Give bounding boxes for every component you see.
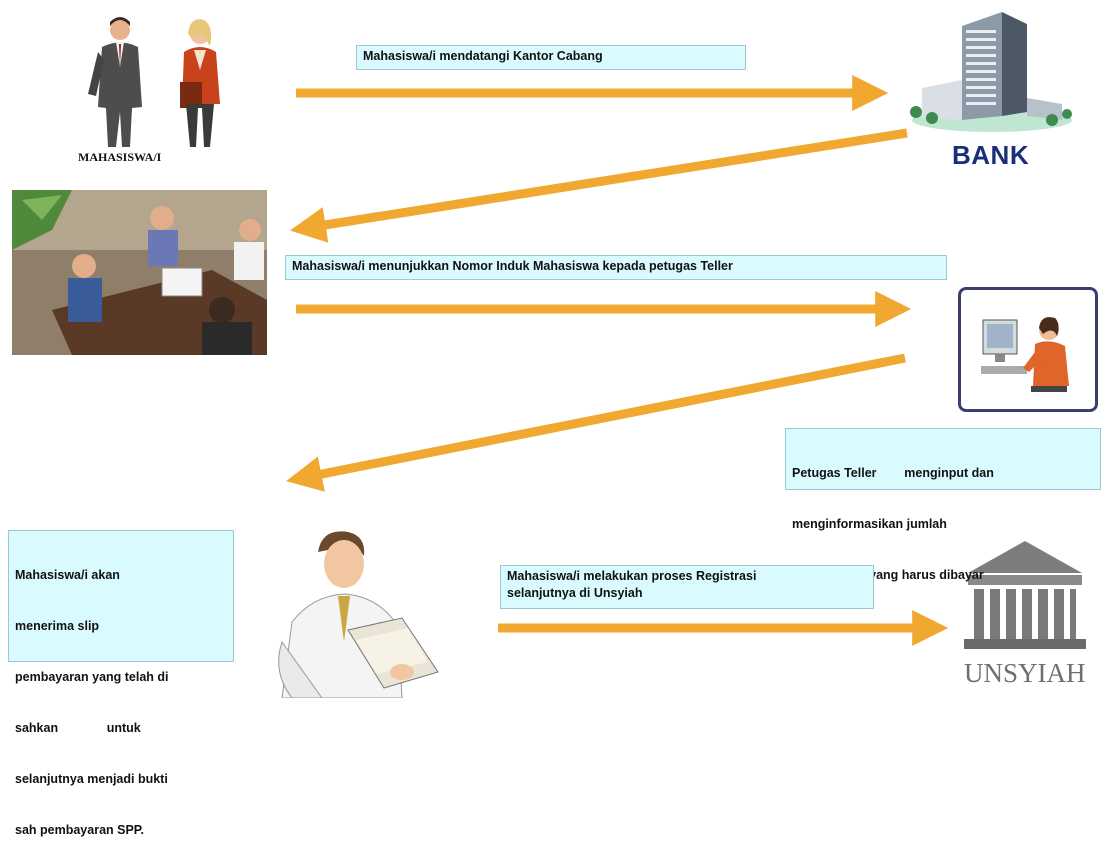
step-2-text: Mahasiswa/i menunjukkan Nomor Induk Maha… — [292, 259, 733, 273]
step-5-note: Mahasiswa/i melakukan proses Registrasi … — [500, 565, 874, 609]
step-1-note: Mahasiswa/i mendatangi Kantor Cabang — [356, 45, 746, 70]
university-building-icon — [964, 541, 1086, 649]
step-5-line: Mahasiswa/i melakukan proses Registrasi — [507, 569, 757, 583]
step-4-line: sah pembayaran SPP. — [15, 823, 145, 837]
step-3-note: Petugas Teller menginput dan menginforma… — [785, 428, 1101, 582]
step-3-line: Petugas Teller menginput dan — [792, 466, 994, 480]
step-4-note: Mahasiswa/i akan menerima slip pembayara… — [8, 530, 234, 837]
flow-arrows — [286, 75, 949, 646]
step-3-line: menginformasikan jumlah — [792, 517, 947, 531]
step-4-line: Mahasiswa/i akan — [15, 568, 120, 582]
bank-label: BANK — [952, 140, 1030, 170]
arrow-teller-back — [286, 353, 906, 492]
man-reading-slip-icon — [278, 531, 439, 698]
mahasiswa-label: MAHASISWA/I — [78, 150, 162, 164]
step-1-text: Mahasiswa/i mendatangi Kantor Cabang — [363, 49, 603, 63]
unsyiah-label: UNSYIAH — [964, 658, 1086, 688]
step-2-note: Mahasiswa/i menunjukkan Nomor Induk Maha… — [285, 255, 947, 280]
step-4-line: menerima slip — [15, 619, 100, 633]
arrow-bank-to-meeting — [289, 128, 908, 243]
bank-building-icon — [910, 12, 1072, 132]
teller-frame — [958, 287, 1098, 412]
meeting-icon — [12, 190, 267, 355]
teller-computer-icon — [981, 317, 1069, 392]
step-4-line: pembayaran yang telah di — [15, 670, 169, 684]
students-icon — [88, 17, 220, 147]
step-5-line: selanjutnya di Unsyiah — [507, 586, 643, 600]
step-4-line: sahkan untuk — [15, 721, 141, 735]
step-4-line: selanjutnya menjadi bukti — [15, 772, 168, 786]
